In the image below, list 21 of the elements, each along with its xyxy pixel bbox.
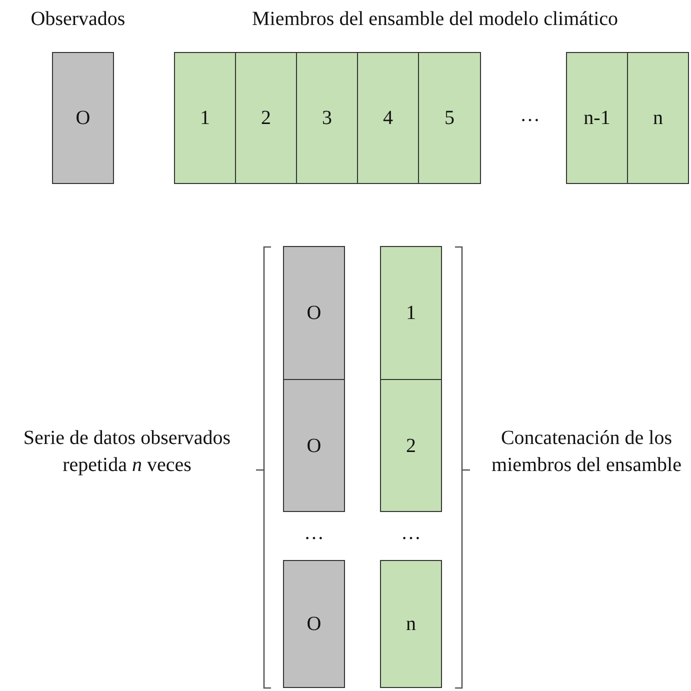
ellipsis: … xyxy=(303,521,325,546)
data-block: 4 xyxy=(357,52,419,184)
data-block: O xyxy=(283,560,345,688)
data-block: 1 xyxy=(380,246,442,380)
ellipsis: … xyxy=(400,521,422,546)
data-block: n xyxy=(627,52,689,184)
column-heading: Observados xyxy=(30,7,126,32)
data-block: 3 xyxy=(296,52,358,184)
data-block: O xyxy=(52,52,114,184)
data-block: n xyxy=(380,560,442,688)
bracket-caption: Serie de datos observados repetida n veces xyxy=(22,426,232,478)
ellipsis: … xyxy=(519,103,541,128)
data-block: 1 xyxy=(174,52,236,184)
data-block: 2 xyxy=(380,379,442,512)
data-block: 2 xyxy=(235,52,297,184)
data-block: O xyxy=(283,246,345,380)
data-block: n-1 xyxy=(566,52,628,184)
bracket-caption: Concatenación de los miembros del ensamble xyxy=(490,426,682,478)
data-block: 5 xyxy=(418,52,481,184)
data-block: O xyxy=(283,379,345,512)
column-heading: Miembros del ensamble del modelo climático xyxy=(250,7,619,32)
